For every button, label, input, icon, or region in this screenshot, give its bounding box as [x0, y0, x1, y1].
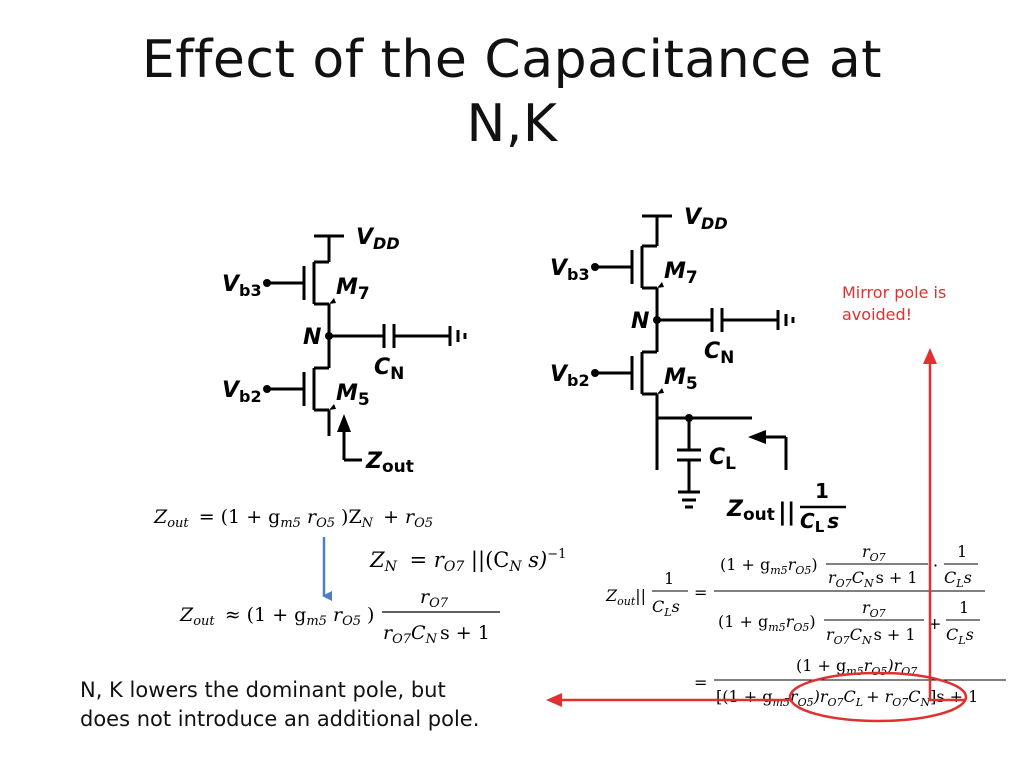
- big-den-plus: +: [928, 614, 941, 633]
- left-zout-arrowhead: [337, 414, 351, 432]
- caption-line-2: does not introduce an additional pole.: [80, 707, 480, 731]
- right-frac-num: 1: [815, 479, 829, 503]
- left-vb2-terminal: [263, 385, 271, 393]
- red-arrow-left-head: [546, 693, 562, 707]
- left-m5-arrow: [329, 404, 336, 410]
- red-arrow-up-shaft: [928, 362, 966, 702]
- left-m7-arrow: [329, 298, 336, 304]
- left-circuit: [270, 234, 467, 462]
- right-node-n-dot: [653, 316, 661, 324]
- big-den-factor: (1 + gm5rO5): [718, 612, 816, 634]
- left-zout-label: Zout: [365, 449, 414, 477]
- left-equations: Zout = (1 + gm5 rO5 )ZN + rO5 ZN = rO7 |…: [153, 506, 566, 647]
- right-m5-arrow: [657, 388, 664, 394]
- left-node-n-label: N: [303, 325, 321, 350]
- right-node-n-label: N: [631, 309, 649, 334]
- right-vb3-terminal: [591, 263, 599, 271]
- right-zout-arrowhead: [748, 430, 766, 444]
- caption: N, K lowers the dominant pole, but does …: [80, 676, 479, 734]
- big-den-ro7: rO7: [862, 598, 886, 620]
- mirror-pole-callout: Mirror pole is avoided!: [842, 282, 946, 326]
- callout-line-2: avoided!: [842, 305, 913, 324]
- caption-line-1: N, K lowers the dominant pole, but: [80, 678, 446, 702]
- left-vb2-label: Vb2: [222, 378, 262, 406]
- title-line-2: N,K: [466, 94, 558, 154]
- left-vb3-terminal: [263, 279, 271, 287]
- callout-line-1: Mirror pole is: [842, 283, 947, 302]
- right-parallel-symbol: ||: [778, 498, 796, 526]
- big-lhs-cls: CLs: [652, 597, 680, 619]
- right-m7-label: M7: [664, 259, 698, 288]
- right-vb2-label: Vb2: [550, 362, 590, 390]
- final-equals: =: [694, 673, 707, 692]
- slide-title: Effect of the Capacitance at N,K: [0, 28, 1024, 156]
- left-vb3-label: Vb3: [222, 272, 262, 300]
- right-m5-label: M5: [664, 365, 698, 394]
- title-line-1: Effect of the Capacitance at: [141, 30, 883, 90]
- left-vdd-label: VDD: [356, 225, 400, 253]
- final-denominator: [(1 + gm5rO5)rO7CL+ rO7CN]s + 1: [716, 687, 978, 709]
- right-cl-label: CL: [709, 445, 736, 474]
- red-arrow-up-head: [923, 348, 937, 364]
- big-num-cls: CLs: [944, 568, 972, 590]
- big-num-one: 1: [957, 542, 967, 561]
- eq-zout-approx: Zout ≈ (1 + gm5 rO5 ): [179, 604, 374, 630]
- right-out-dot: [685, 414, 693, 422]
- eq-zn: ZN = rO7 ||(CN s)−1: [369, 547, 566, 576]
- right-zout-label: Zout: [726, 497, 775, 525]
- highlight-ellipse: [788, 671, 968, 723]
- big-num-factor: (1 + gm5rO5): [720, 555, 818, 577]
- left-cn-label: CN: [374, 355, 404, 384]
- big-lhs: Zout||: [605, 586, 646, 608]
- big-num-ro7: rO7: [862, 542, 886, 564]
- right-vb3-label: Vb3: [550, 256, 590, 284]
- right-vdd-label: VDD: [684, 205, 728, 233]
- right-vb2-terminal: [591, 369, 599, 377]
- left-m5-label: M5: [336, 381, 370, 410]
- red-annotations: [546, 348, 968, 723]
- left-node-n-dot: [325, 332, 333, 340]
- eq-zout-exact: Zout = (1 + gm5 rO5 )ZN + rO5: [153, 506, 433, 532]
- big-den-one: 1: [959, 598, 969, 617]
- eq3-numerator: rO7: [420, 586, 449, 611]
- right-cn-label: CN: [704, 339, 734, 368]
- big-num-dot: ·: [933, 556, 938, 575]
- big-lhs-one: 1: [664, 569, 674, 588]
- big-equals: =: [694, 583, 707, 602]
- left-m7-label: M7: [336, 275, 370, 304]
- right-circuit: [598, 214, 795, 509]
- big-den-cls: CLs: [946, 625, 974, 647]
- right-m7-arrow: [657, 282, 664, 288]
